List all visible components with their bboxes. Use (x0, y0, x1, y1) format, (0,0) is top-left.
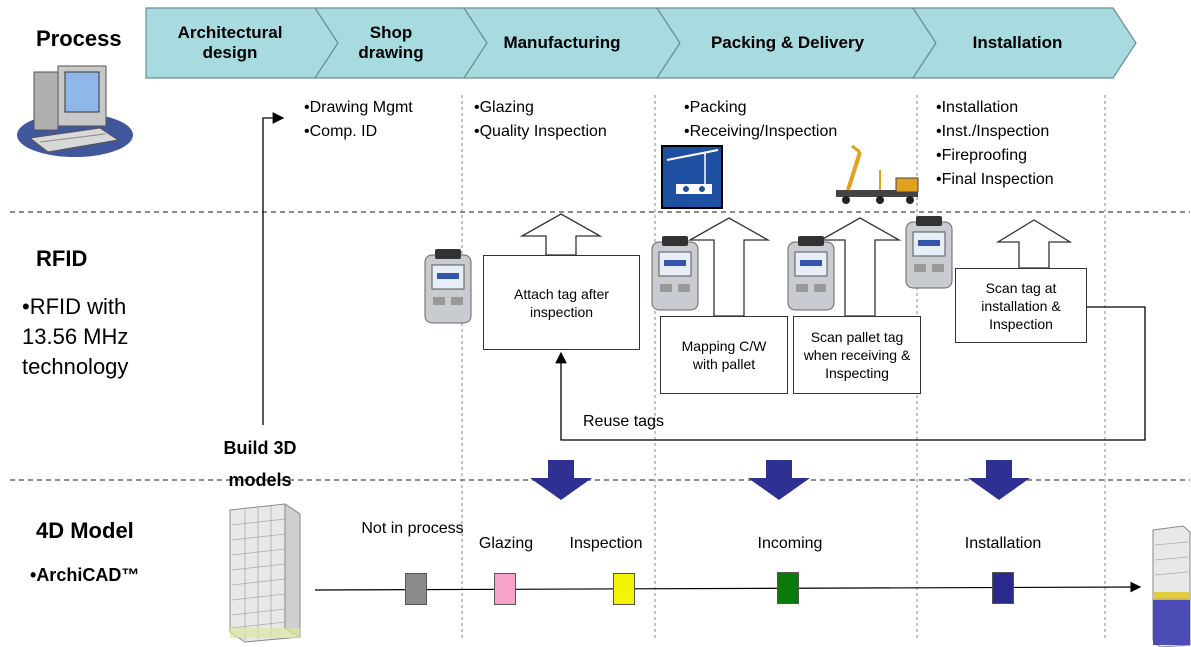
building-installed-icon (1152, 525, 1191, 647)
bullet-item: Inst./Inspection (936, 120, 1054, 144)
chevron-label-shop-drawing: Shop drawing (358, 23, 424, 62)
stage-label-installation: Installation (964, 535, 1042, 552)
chevron-label-packing-delivery: Packing & Delivery (710, 33, 865, 52)
reuse-tags-arrow (555, 306, 1146, 441)
rfid-box-mapping: Mapping C/W with pallet (660, 316, 788, 394)
stage-marker-not-in-process (405, 573, 427, 605)
model-note-bullet: • (30, 565, 37, 585)
model-note: •ArchiCAD™ (30, 565, 139, 586)
bullets-manufacturing: Glazing Quality Inspection (474, 96, 607, 144)
building-icon (229, 503, 301, 643)
chevron-label-installation: Installation (972, 33, 1063, 52)
up-arrow-scan-install (995, 219, 1073, 269)
rfid-reader-3 (787, 236, 835, 311)
stage-label-not-in-process: Not in process (361, 520, 464, 537)
model-title: 4D Model (36, 518, 134, 543)
chevron-installation (911, 7, 1137, 79)
rfid-note-text: RFID with 13.56 MHz technology (22, 294, 129, 379)
timeline-arrow (314, 581, 1142, 593)
rfid-reader-icon (424, 216, 953, 324)
chevron-label-architectural-design: Architectural design (177, 23, 283, 62)
build-models-arrow (262, 112, 285, 425)
down-arrow-installation (968, 460, 1030, 500)
rfid-title: RFID (36, 246, 88, 271)
process-chevrons (145, 7, 1137, 79)
stage-label-glazing: Glazing (478, 535, 534, 552)
bullet-item: Fireproofing (936, 144, 1054, 168)
bullets-installation: Installation Inst./Inspection Fireproofi… (936, 96, 1054, 192)
rfid-box-scan-pallet: Scan pallet tag when receiving & Inspect… (793, 316, 921, 394)
truck-crane-icon (836, 144, 919, 204)
rfid-box-scan-installation: Scan tag at installation & Inspection (955, 268, 1087, 343)
bullet-item: Receiving/Inspection (684, 120, 838, 144)
rfid-reader-2 (651, 236, 699, 311)
reuse-tags-label: Reuse tags (583, 413, 664, 430)
rfid-note: •RFID with 13.56 MHz technology (22, 292, 177, 382)
bullet-item: Quality Inspection (474, 120, 607, 144)
rfid-reader-1 (424, 249, 472, 324)
crane-icon (661, 145, 723, 209)
bullet-item: Final Inspection (936, 168, 1054, 192)
bullet-item: Drawing Mgmt (304, 96, 413, 120)
model-note-text: ArchiCAD™ (36, 565, 140, 585)
stage-marker-glazing (494, 573, 516, 605)
bullet-item: Installation (936, 96, 1054, 120)
chevron-label-manufacturing: Manufacturing (503, 33, 621, 52)
rfid-note-bullet: • (22, 294, 30, 319)
bullet-item: Comp. ID (304, 120, 413, 144)
bullet-item: Packing (684, 96, 837, 120)
rfid-box-attach-tag: Attach tag after inspection (483, 255, 640, 350)
stage-marker-incoming (777, 572, 799, 604)
process-title: Process (36, 26, 122, 51)
stage-label-incoming: Incoming (757, 535, 823, 552)
stage-marker-installation (992, 572, 1014, 604)
bullets-packing: Packing Receiving/Inspection (684, 96, 838, 144)
down-arrow-manufacturing (530, 460, 592, 500)
bullet-item: Glazing (474, 96, 607, 120)
up-arrow-attach (519, 213, 603, 256)
build-models-label: Build 3D models (223, 438, 297, 490)
stage-label-inspection: Inspection (569, 535, 643, 552)
stage-marker-inspection (613, 573, 635, 605)
down-arrow-packing (748, 460, 810, 500)
up-arrow-mapping (687, 217, 771, 317)
blue-down-arrows (530, 460, 1030, 500)
hollow-up-arrows (519, 213, 1073, 317)
up-arrow-scan-pallet (818, 217, 902, 317)
bullets-shop-drawing: Drawing Mgmt Comp. ID (304, 96, 413, 144)
computer-icon (17, 65, 133, 157)
rfid-reader-4 (905, 216, 953, 289)
